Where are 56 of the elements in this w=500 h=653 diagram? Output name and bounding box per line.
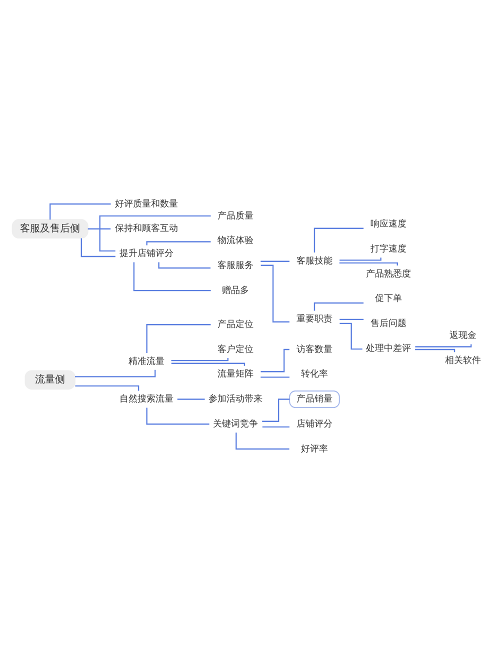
connector (146, 324, 211, 353)
node-text: 访客数量 (296, 344, 332, 355)
connector (88, 228, 111, 230)
node-text: 关键词竞争 (213, 418, 258, 430)
connector (260, 376, 290, 378)
node-text: 好评率 (300, 443, 328, 454)
node-text: 流量矩阵 (218, 368, 254, 380)
connector (99, 215, 211, 252)
node-text: 转化率 (300, 368, 328, 380)
node-box: 客服及售后侧 (12, 219, 88, 239)
node-text: 相关软件 (444, 354, 481, 366)
node-text: 处理中差评 (366, 342, 412, 354)
node-text: 促下单 (375, 293, 402, 304)
node-text: 客服服务 (218, 260, 254, 271)
connector (171, 358, 228, 362)
node-text: 产品定位 (218, 318, 254, 330)
connector (236, 432, 290, 450)
node-text: 重要职责 (296, 313, 332, 324)
connector (146, 241, 211, 246)
connector (314, 228, 364, 252)
node-text: 提升店铺评分 (119, 248, 174, 260)
connector (146, 408, 210, 425)
connector (74, 370, 156, 378)
connector (262, 426, 290, 428)
node-text: 好评质量和数量 (114, 198, 178, 210)
connector (260, 264, 290, 322)
connector (50, 203, 111, 220)
node-text: 自然搜索流量 (119, 394, 174, 405)
connector (260, 260, 290, 262)
node-text: 赠品多 (222, 284, 250, 296)
node-text: 客户定位 (218, 344, 254, 355)
connector (415, 344, 472, 348)
node-text: 售后问题 (370, 318, 407, 330)
connector (340, 318, 364, 320)
node-text: 物流体验 (218, 235, 254, 246)
connector (171, 362, 246, 366)
node-text: 参加活动带来 (208, 394, 263, 405)
node-text: 打字速度 (370, 243, 407, 254)
connector (158, 262, 211, 269)
node-text: 店铺评分 (296, 418, 332, 430)
connector (339, 262, 398, 266)
node-text: 返现金 (449, 330, 476, 342)
node-text: 产品质量 (218, 210, 254, 222)
connector (415, 348, 456, 352)
node-box: 产品销量 (289, 390, 340, 408)
connector (133, 262, 211, 292)
node-box: 流量侧 (24, 370, 76, 390)
node-text: 产品熟悉度 (366, 268, 412, 280)
node-text: 保持和顾客互动 (114, 223, 178, 234)
node-text: 精准流量 (128, 356, 164, 367)
connector (75, 385, 140, 391)
connector (340, 258, 382, 261)
connector (80, 238, 116, 258)
node-text: 客服技能 (296, 255, 332, 266)
connector (177, 398, 205, 400)
node-text: 响应速度 (370, 218, 407, 230)
